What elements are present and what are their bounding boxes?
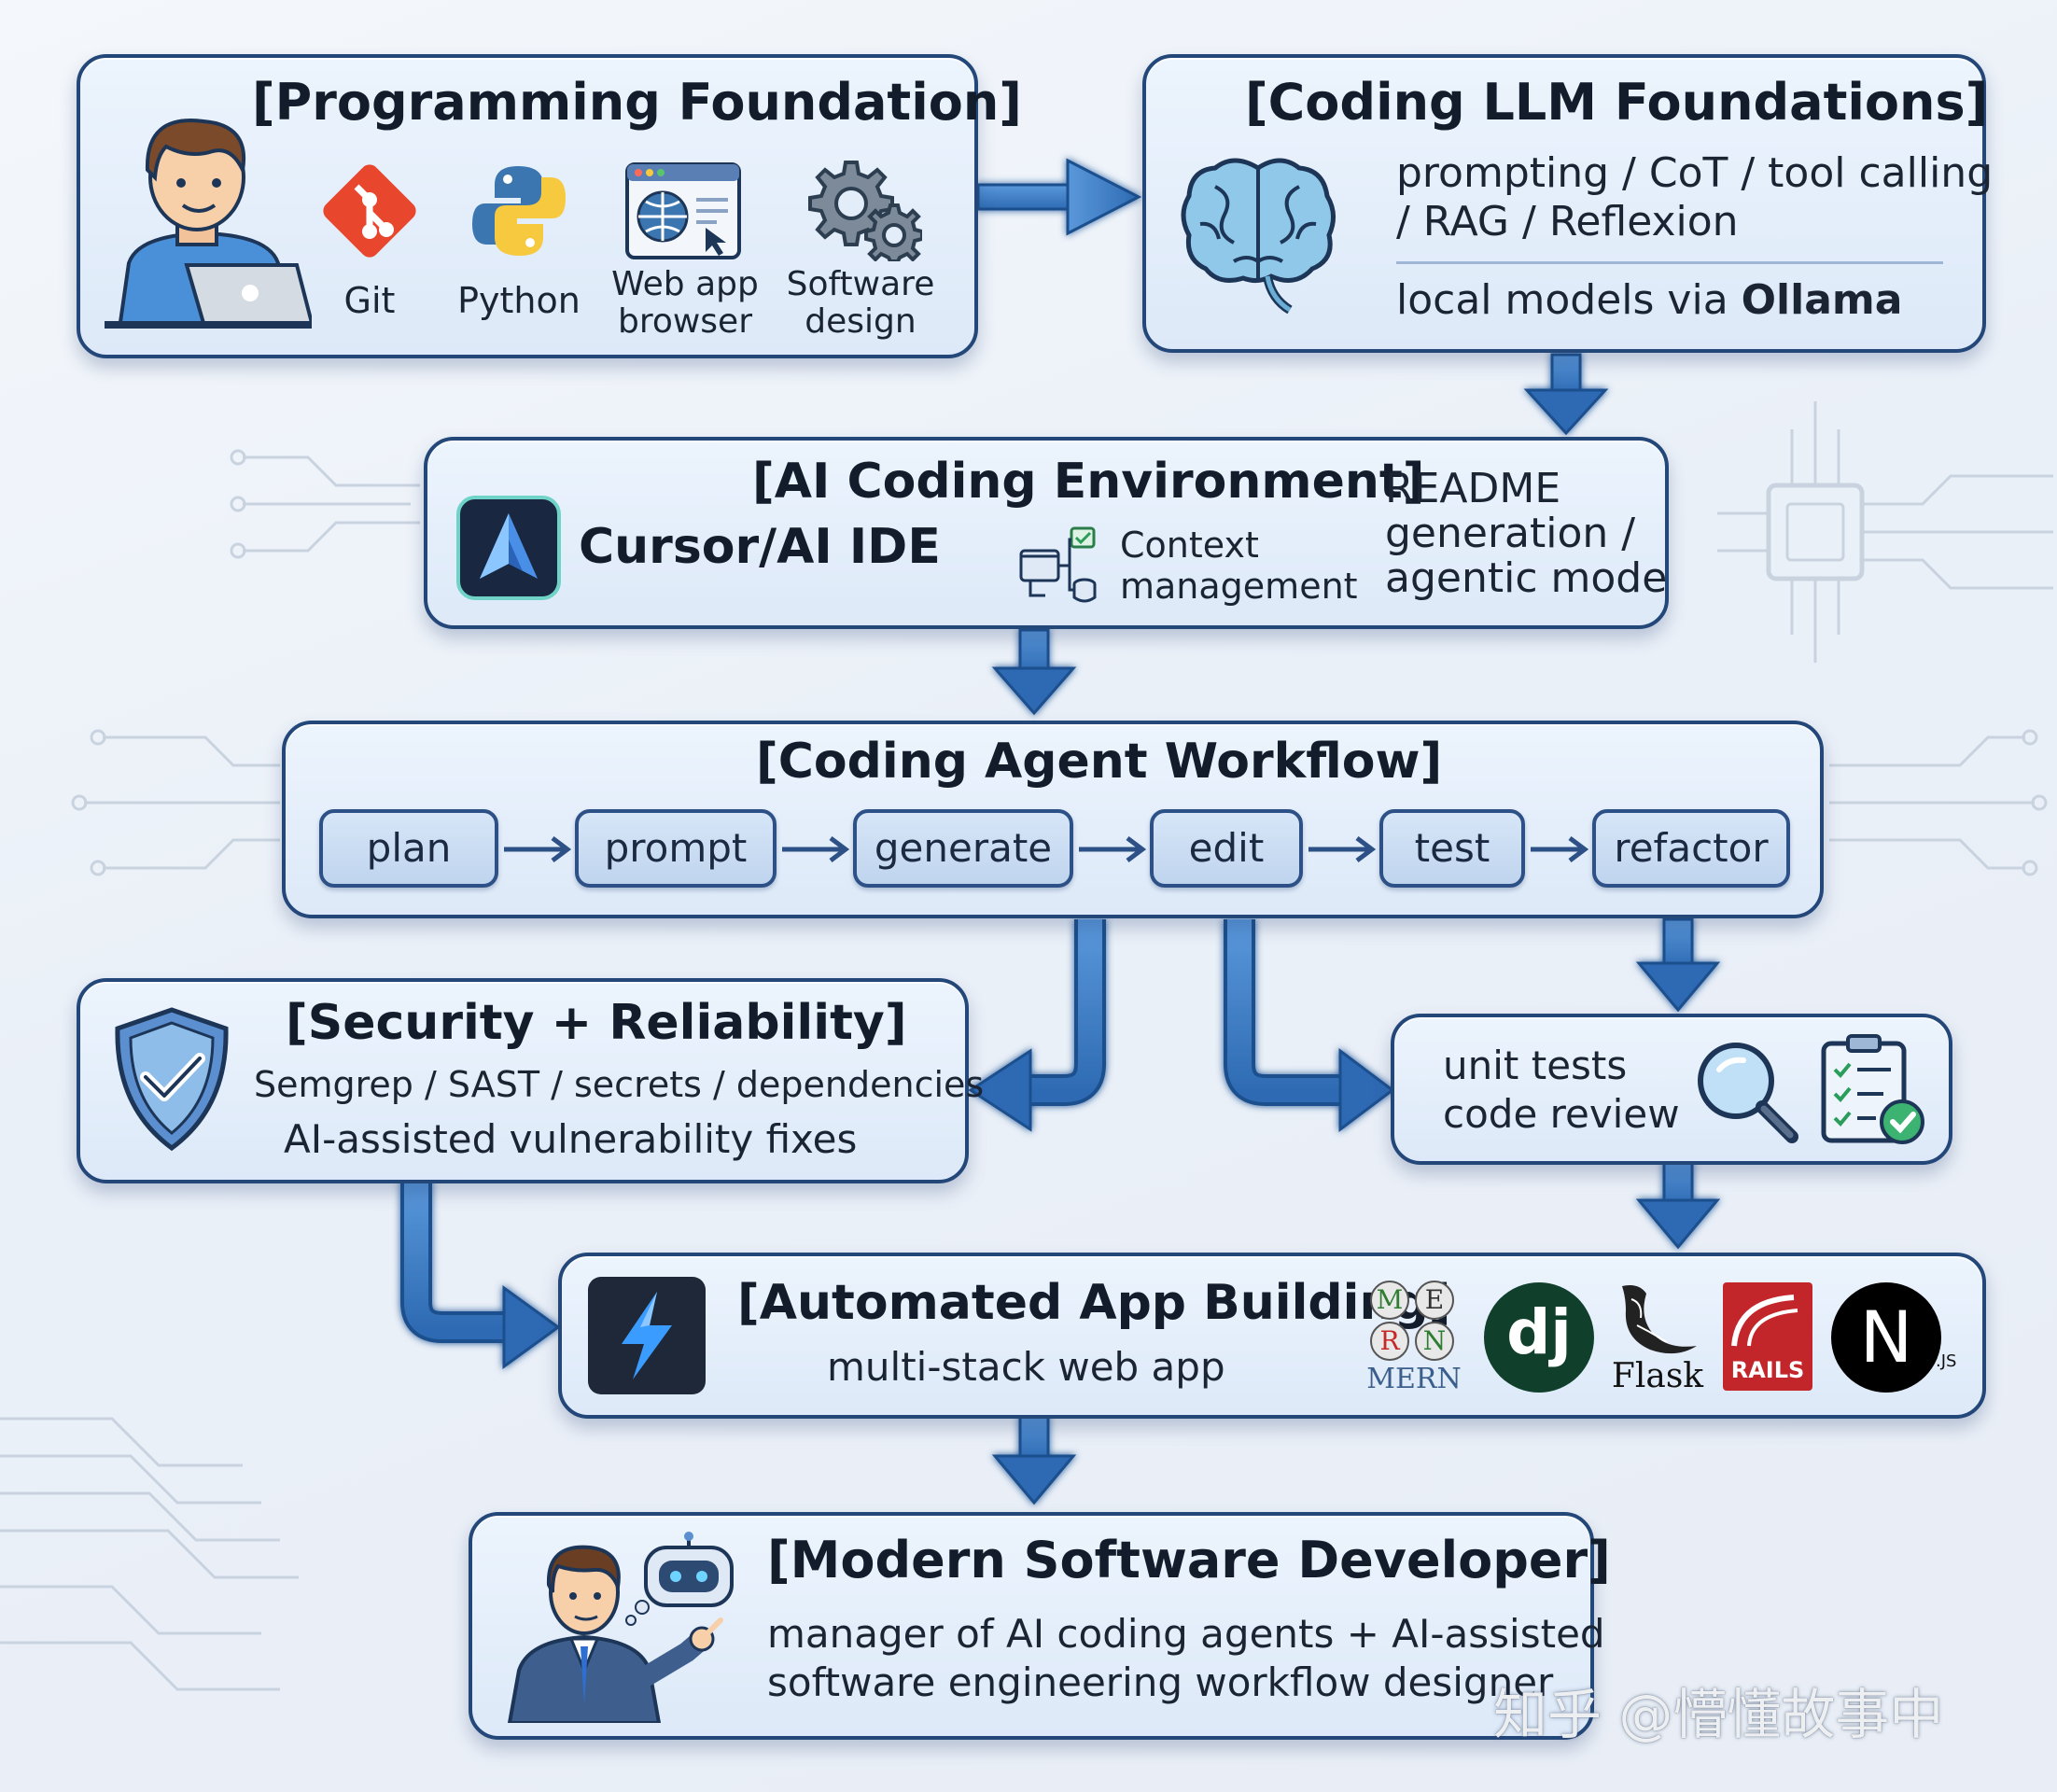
- flow-arrow-icon: [1531, 836, 1589, 862]
- git-icon: [323, 164, 416, 258]
- automated-app-building-title: [Automated App Building]: [737, 1275, 1451, 1331]
- ollama-label: Ollama: [1741, 276, 1903, 324]
- security-reliability-title: [Security + Reliability]: [286, 995, 907, 1051]
- arrow-llm-to-environment: [1523, 353, 1609, 436]
- ai-coding-environment-title: [AI Coding Environment]: [752, 454, 1425, 510]
- software-design-label-line1: Software: [786, 265, 935, 303]
- unit-tests-review-label: unit tests code review: [1443, 1042, 1680, 1139]
- python-label: Python: [457, 280, 581, 321]
- security-tools-line: Semgrep / SAST / secrets / dependencies: [254, 1064, 985, 1105]
- flow-arrow-icon: [504, 836, 572, 862]
- workflow-step-refactor: refactor: [1592, 809, 1790, 888]
- arrow-workflow-to-tests: [1224, 919, 1395, 1132]
- python-icon: [472, 166, 566, 256]
- llm-divider: [1396, 261, 1943, 264]
- mern-e-badge: E: [1415, 1281, 1454, 1320]
- mern-r-badge: R: [1370, 1322, 1409, 1361]
- gears-icon: [808, 161, 922, 261]
- developer-role-line2: software engineering workflow designer: [767, 1659, 1554, 1705]
- readme-line1: README: [1385, 465, 1561, 512]
- local-models-line: local models via Ollama: [1396, 276, 1902, 324]
- context-management-label: Context management: [1120, 525, 1358, 607]
- nextjs-suffix: .JS: [1936, 1351, 1957, 1371]
- django-logo: dj: [1484, 1282, 1594, 1393]
- software-design-label: Software design: [775, 266, 946, 341]
- nextjs-logo: N: [1831, 1282, 1941, 1393]
- software-design-label-line2: design: [805, 302, 917, 341]
- programming-foundation-title: [Programming Foundation]: [252, 73, 1022, 132]
- readme-line2: generation /: [1385, 510, 1636, 557]
- security-reliability-box: [77, 978, 969, 1183]
- arrow-workflow-to-security: [968, 919, 1106, 1132]
- context-management-line2: management: [1120, 566, 1358, 607]
- workflow-step-prompt: prompt: [575, 809, 777, 888]
- web-app-browser-label-line2: browser: [617, 302, 753, 341]
- ai-coding-environment-box: [424, 437, 1669, 629]
- mern-m-badge: M: [1370, 1281, 1409, 1320]
- cursor-ide-icon: [456, 496, 561, 600]
- readme-line3: agentic mode: [1385, 554, 1668, 602]
- vulnerability-fixes-line: AI-assisted vulnerability fixes: [284, 1116, 858, 1162]
- arrow-foundation-to-llm: [976, 158, 1142, 236]
- web-app-browser-label: Web app browser: [597, 266, 773, 341]
- git-label: Git: [343, 280, 396, 321]
- lightning-app-icon: [588, 1277, 706, 1394]
- flask-logo-icon: [1622, 1285, 1697, 1354]
- rails-label: RAILS: [1730, 1357, 1805, 1383]
- llm-techniques-line1: prompting / CoT / tool calling: [1396, 149, 1994, 197]
- multi-stack-subtitle: multi-stack web app: [827, 1344, 1225, 1390]
- checklist-icon: [1821, 1034, 1924, 1144]
- flow-arrow-icon: [782, 836, 850, 862]
- developer-role-line1: manager of AI coding agents + AI-assiste…: [767, 1611, 1605, 1657]
- modern-software-developer-title: [Modern Software Developer]: [767, 1531, 1611, 1589]
- local-models-prefix: local models via: [1396, 276, 1742, 324]
- arrow-app-building-to-developer: [991, 1415, 1077, 1505]
- cursor-ide-label: Cursor/AI IDE: [579, 519, 941, 575]
- flow-arrow-icon: [1079, 836, 1147, 862]
- mern-n-badge: N: [1415, 1322, 1454, 1361]
- code-review-line: code review: [1443, 1091, 1680, 1137]
- rails-logo: RAILS: [1723, 1282, 1812, 1391]
- arrow-environment-to-workflow: [991, 628, 1077, 716]
- rails-arc-icon: [1731, 1295, 1798, 1347]
- context-management-line1: Context: [1120, 525, 1259, 566]
- security-shield-icon: [115, 1007, 229, 1152]
- businessman-robot-icon: [507, 1532, 734, 1723]
- llm-techniques-line2: / RAG / Reflexion: [1396, 198, 1739, 245]
- brain-icon: [1181, 158, 1336, 315]
- arrow-refactor-to-tests: [1635, 917, 1721, 1013]
- circuit-decoration: [0, 401, 2053, 1691]
- workflow-step-edit: edit: [1150, 809, 1303, 888]
- flow-arrow-icon: [1308, 836, 1377, 862]
- zhihu-watermark: 知乎 @懵懂故事中: [1493, 1683, 1944, 1746]
- workflow-step-plan: plan: [319, 809, 498, 888]
- coding-llm-foundations-title: [Coding LLM Foundations]: [1245, 73, 1989, 132]
- context-management-icon: [1019, 526, 1097, 603]
- readme-generation-label: README generation / agentic mode: [1385, 467, 1667, 601]
- flask-label: Flask: [1611, 1357, 1704, 1395]
- unit-tests-line: unit tests: [1443, 1043, 1628, 1088]
- workflow-step-test: test: [1379, 809, 1525, 888]
- web-app-browser-label-line1: Web app: [611, 265, 759, 303]
- arrow-tests-to-app-building: [1635, 1160, 1721, 1250]
- web-app-browser-icon: [625, 162, 741, 259]
- magnifier-icon: [1698, 1043, 1798, 1143]
- mern-logo: M E R N MERN: [1363, 1281, 1465, 1398]
- arrow-security-to-app-building: [400, 1181, 561, 1369]
- workflow-step-generate: generate: [853, 809, 1073, 888]
- mern-label: MERN: [1366, 1363, 1462, 1395]
- coding-agent-workflow-title: [Coding Agent Workflow]: [756, 734, 1443, 790]
- developer-laptop-icon: [105, 119, 312, 329]
